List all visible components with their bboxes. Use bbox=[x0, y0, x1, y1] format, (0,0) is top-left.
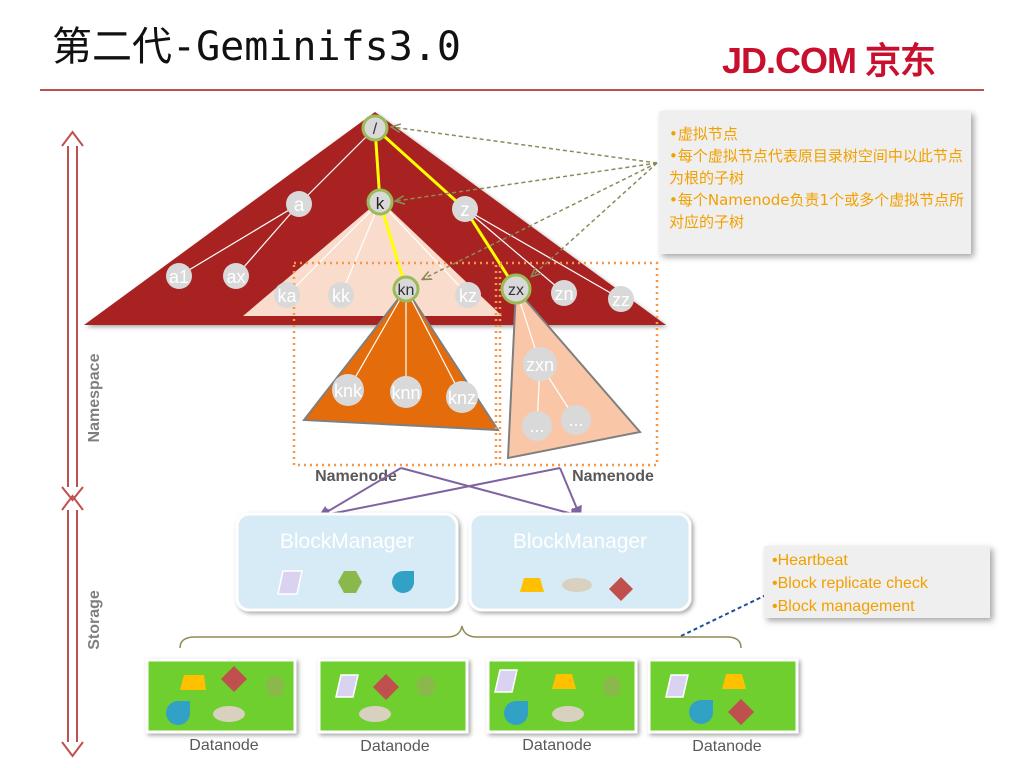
tree-node-kn: kn bbox=[392, 275, 420, 303]
namenode-label-left: Namenode bbox=[315, 468, 397, 485]
namenode-boundary-right bbox=[498, 261, 659, 467]
tree-node-zz: zz bbox=[608, 286, 634, 312]
namespace-axis-arrow bbox=[61, 130, 84, 502]
svg-text:zx: zx bbox=[508, 282, 524, 299]
svg-text:knk: knk bbox=[334, 381, 363, 401]
tree-node-knn: knn bbox=[390, 376, 422, 408]
blue-block-shape bbox=[392, 571, 414, 593]
svg-text:knz: knz bbox=[448, 388, 476, 408]
svg-text:knn: knn bbox=[391, 383, 420, 403]
svg-text:a: a bbox=[294, 195, 305, 216]
namenode-label-right: Namenode bbox=[572, 468, 654, 485]
svg-text:ka: ka bbox=[277, 286, 297, 306]
datanode-2 bbox=[317, 658, 469, 734]
tree-node-ellipsis-2: ... bbox=[561, 405, 591, 435]
lavender-block-shape bbox=[277, 570, 303, 595]
jd-logo: JD.COM 京东 bbox=[722, 40, 936, 81]
datanode-3 bbox=[486, 658, 638, 734]
svg-text:...: ... bbox=[568, 410, 583, 430]
svg-text:kz: kz bbox=[459, 286, 477, 306]
yellow-block-shape bbox=[520, 578, 544, 592]
tree-node-a1: a1 bbox=[166, 263, 192, 289]
datanode-label-4: Datanode bbox=[692, 738, 761, 755]
virtual-node-note-line-2: •每个虚拟节点代表原目录树空间中以此节点为根的子树 bbox=[669, 147, 963, 187]
green-block-shape bbox=[338, 571, 362, 593]
tree-node-kk: kk bbox=[328, 282, 354, 308]
tree-node-zx: zx bbox=[500, 273, 532, 305]
blockmanager-note: •Heartbeat •Block replicate check •Block… bbox=[764, 546, 990, 618]
virtual-node-note-line-1: •虚拟节点 bbox=[669, 125, 738, 143]
header-divider bbox=[40, 89, 984, 91]
svg-text:zz: zz bbox=[612, 290, 630, 310]
namenode-to-blockmanager-arrows bbox=[317, 467, 583, 521]
tree-node-ax: ax bbox=[223, 263, 249, 289]
namespace-label: Namespace bbox=[86, 353, 103, 442]
datanode-brace bbox=[179, 625, 742, 649]
storage-axis-arrow bbox=[61, 494, 84, 758]
svg-text:...: ... bbox=[529, 416, 544, 436]
svg-text:kn: kn bbox=[398, 282, 415, 299]
tree-node-z: z bbox=[452, 196, 478, 222]
tree-node-zxn: zxn bbox=[523, 347, 557, 381]
namenode-boundary-left bbox=[292, 261, 498, 467]
tree-node-zn: zn bbox=[551, 280, 577, 306]
storage-label: Storage bbox=[86, 590, 103, 650]
blockmanager-right: BlockManager bbox=[468, 512, 692, 612]
k-subtree-triangle bbox=[243, 200, 502, 316]
blockmanager-note-line-2: •Block replicate check bbox=[772, 575, 928, 592]
svg-text:k: k bbox=[376, 194, 385, 213]
svg-text:/: / bbox=[373, 121, 378, 138]
virtual-node-note: •虚拟节点 •每个虚拟节点代表原目录树空间中以此节点为根的子树 •每个Namen… bbox=[659, 111, 971, 254]
page-title: 第二代-Geminifs3.0 bbox=[52, 24, 461, 70]
virtual-node-pointers bbox=[392, 127, 658, 279]
blockmanager-label-left: BlockManager bbox=[280, 530, 414, 553]
svg-text:kk: kk bbox=[332, 286, 351, 306]
blockmanager-note-line-1: •Heartbeat bbox=[772, 552, 848, 569]
datanode-label-1: Datanode bbox=[189, 737, 258, 754]
tree-node-ka: ka bbox=[274, 282, 300, 308]
blockmanager-left: BlockManager bbox=[235, 512, 459, 612]
tree-node-a: a bbox=[286, 191, 312, 217]
svg-text:a1: a1 bbox=[169, 267, 189, 287]
red-block-shape bbox=[609, 577, 633, 601]
svg-text:zn: zn bbox=[554, 284, 573, 304]
tree-node-kz: kz bbox=[455, 282, 481, 308]
datanode-label-2: Datanode bbox=[360, 738, 429, 755]
svg-text:z: z bbox=[460, 200, 470, 221]
tan-block-shape bbox=[562, 578, 592, 592]
tree-node-root: / bbox=[361, 114, 389, 142]
datanode-label-3: Datanode bbox=[522, 737, 591, 754]
datanode-1 bbox=[145, 658, 297, 734]
svg-text:zxn: zxn bbox=[526, 355, 554, 375]
tree-node-knz: knz bbox=[446, 381, 478, 413]
tree-node-k: k bbox=[366, 188, 394, 216]
blockmanager-label-right: BlockManager bbox=[513, 530, 647, 553]
datanode-4 bbox=[647, 658, 799, 734]
svg-text:ax: ax bbox=[226, 267, 245, 287]
tree-edges bbox=[178, 127, 622, 300]
blockmanager-note-connector bbox=[680, 594, 767, 637]
blockmanager-note-line-3: •Block management bbox=[772, 598, 915, 615]
tree-node-ellipsis-1: ... bbox=[522, 411, 552, 441]
tree-node-knk: knk bbox=[332, 374, 364, 406]
virtual-node-note-line-3: •每个Namenode负责1个或多个虚拟节点所对应的子树 bbox=[669, 191, 965, 231]
